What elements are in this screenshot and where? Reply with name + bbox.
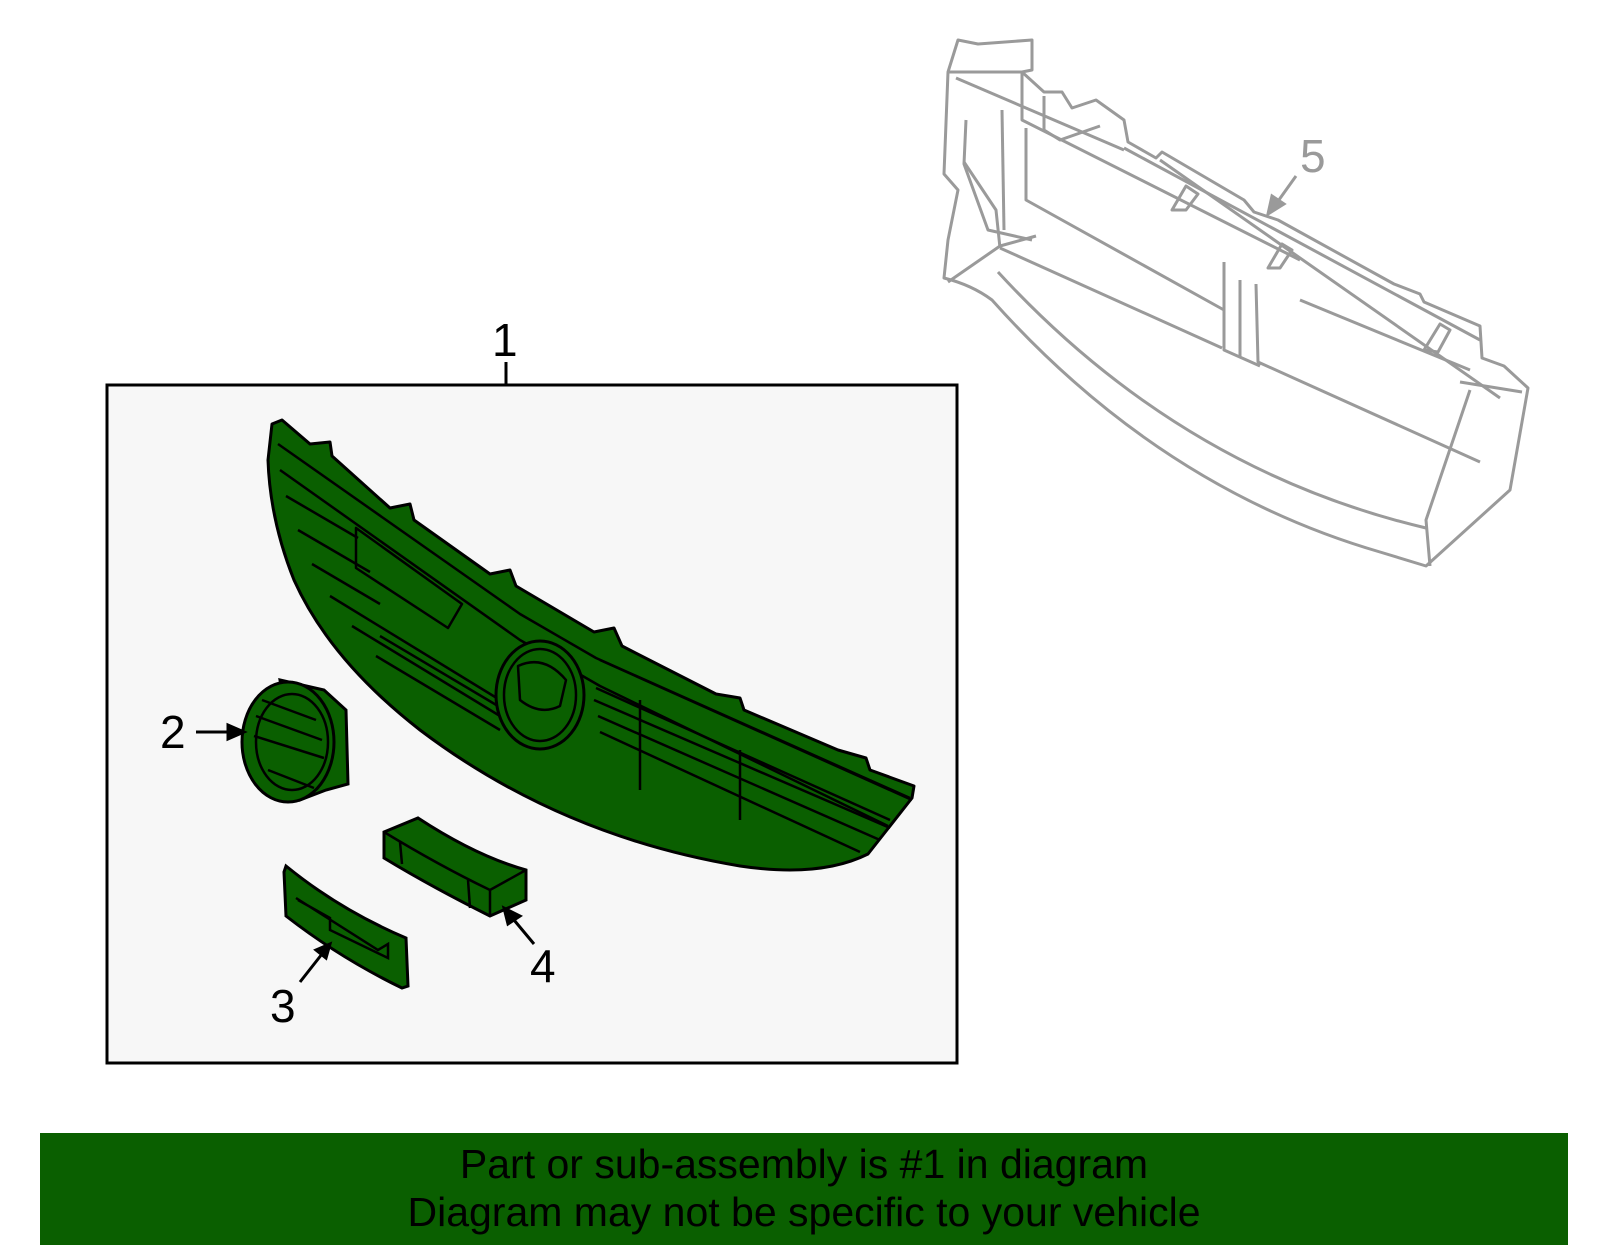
callout-4-label: 4 [530, 940, 556, 992]
callout-3-label: 3 [270, 980, 296, 1032]
part-5-reinforcement [942, 38, 1530, 568]
part-3-molding [282, 863, 410, 990]
callout-2-label: 2 [160, 706, 186, 758]
callout-5-label: 5 [1300, 130, 1326, 182]
footer-line-1: Part or sub-assembly is #1 in diagram [459, 1141, 1149, 1187]
callout-4-leader [501, 905, 536, 945]
callout-5-leader [1265, 175, 1298, 218]
callout-2-leader [196, 722, 248, 742]
callout-3-leader [298, 941, 333, 983]
part-2-emblem [240, 678, 350, 804]
footer-line-2: Diagram may not be specific to your vehi… [407, 1189, 1201, 1235]
part-4-cover [382, 816, 528, 918]
footer-banner: Part or sub-assembly is #1 in diagram Di… [40, 1133, 1568, 1245]
part-1-grille [266, 418, 916, 872]
callout-1-label: 1 [492, 314, 518, 366]
